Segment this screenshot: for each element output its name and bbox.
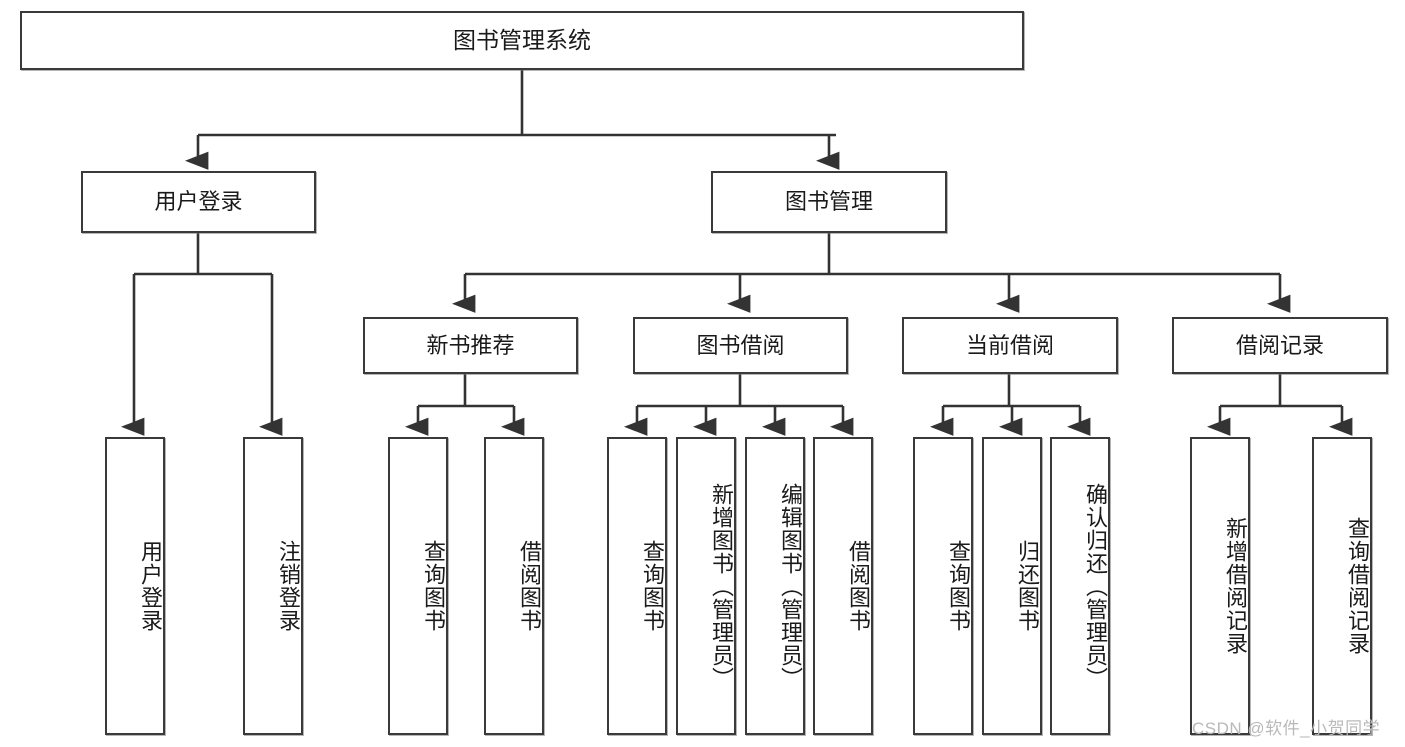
- node-leaf-query-record-label: 查询借阅记录: [1345, 517, 1370, 655]
- node-leaf-return-book[interactable]: 归还图书: [982, 437, 1042, 735]
- node-leaf-add-book-label: 新增图书（管理员）: [709, 482, 734, 690]
- node-leaf-query-record[interactable]: 查询借阅记录: [1312, 437, 1372, 735]
- node-leaf-query-book-cur-label: 查询图书: [946, 540, 971, 632]
- node-user-login[interactable]: 用户登录: [81, 171, 316, 233]
- node-leaf-edit-book[interactable]: 编辑图书（管理员）: [745, 437, 805, 735]
- node-book-manage-label: 图书管理: [784, 189, 873, 215]
- node-current-borrow[interactable]: 当前借阅: [902, 317, 1118, 374]
- node-leaf-borrow-book[interactable]: 借阅图书: [813, 437, 873, 735]
- node-book-borrow[interactable]: 图书借阅: [633, 317, 848, 374]
- csdn-watermark: CSDN @软件_小贺同学: [1192, 719, 1381, 738]
- node-leaf-borrow-book-rec[interactable]: 借阅图书: [484, 437, 544, 735]
- node-book-borrow-label: 图书借阅: [696, 332, 785, 358]
- node-leaf-return-book-label: 归还图书: [1015, 540, 1040, 632]
- node-leaf-user-logout-label: 注销登录: [276, 540, 301, 632]
- node-leaf-user-login[interactable]: 用户登录: [105, 437, 165, 735]
- node-leaf-edit-book-label: 编辑图书（管理员）: [778, 482, 803, 690]
- node-new-book-rec[interactable]: 新书推荐: [363, 317, 578, 374]
- node-book-manage[interactable]: 图书管理: [711, 171, 947, 233]
- node-leaf-confirm-return-label: 确认归还（管理员）: [1083, 482, 1108, 690]
- node-leaf-query-book-rec[interactable]: 查询图书: [388, 437, 448, 735]
- node-user-login-label: 用户登录: [154, 189, 243, 215]
- node-leaf-query-book-rec-label: 查询图书: [421, 540, 446, 632]
- node-root[interactable]: 图书管理系统: [20, 11, 1024, 70]
- node-current-borrow-label: 当前借阅: [965, 332, 1054, 358]
- node-borrow-record[interactable]: 借阅记录: [1172, 317, 1388, 374]
- node-leaf-user-login-label: 用户登录: [138, 540, 163, 632]
- node-leaf-borrow-book-rec-label: 借阅图书: [517, 540, 542, 632]
- node-leaf-query-book-borrow-label: 查询图书: [640, 540, 665, 632]
- node-root-label: 图书管理系统: [453, 26, 591, 53]
- node-leaf-user-logout[interactable]: 注销登录: [243, 437, 303, 735]
- node-leaf-query-book-cur[interactable]: 查询图书: [913, 437, 973, 735]
- node-leaf-add-book[interactable]: 新增图书（管理员）: [676, 437, 736, 735]
- node-leaf-query-book-borrow[interactable]: 查询图书: [607, 437, 667, 735]
- node-leaf-add-record[interactable]: 新增借阅记录: [1190, 437, 1250, 735]
- node-leaf-borrow-book-label: 借阅图书: [846, 540, 871, 632]
- node-borrow-record-label: 借阅记录: [1235, 332, 1324, 358]
- node-new-book-rec-label: 新书推荐: [426, 332, 515, 358]
- node-leaf-add-record-label: 新增借阅记录: [1223, 517, 1248, 655]
- node-leaf-confirm-return[interactable]: 确认归还（管理员）: [1050, 437, 1110, 735]
